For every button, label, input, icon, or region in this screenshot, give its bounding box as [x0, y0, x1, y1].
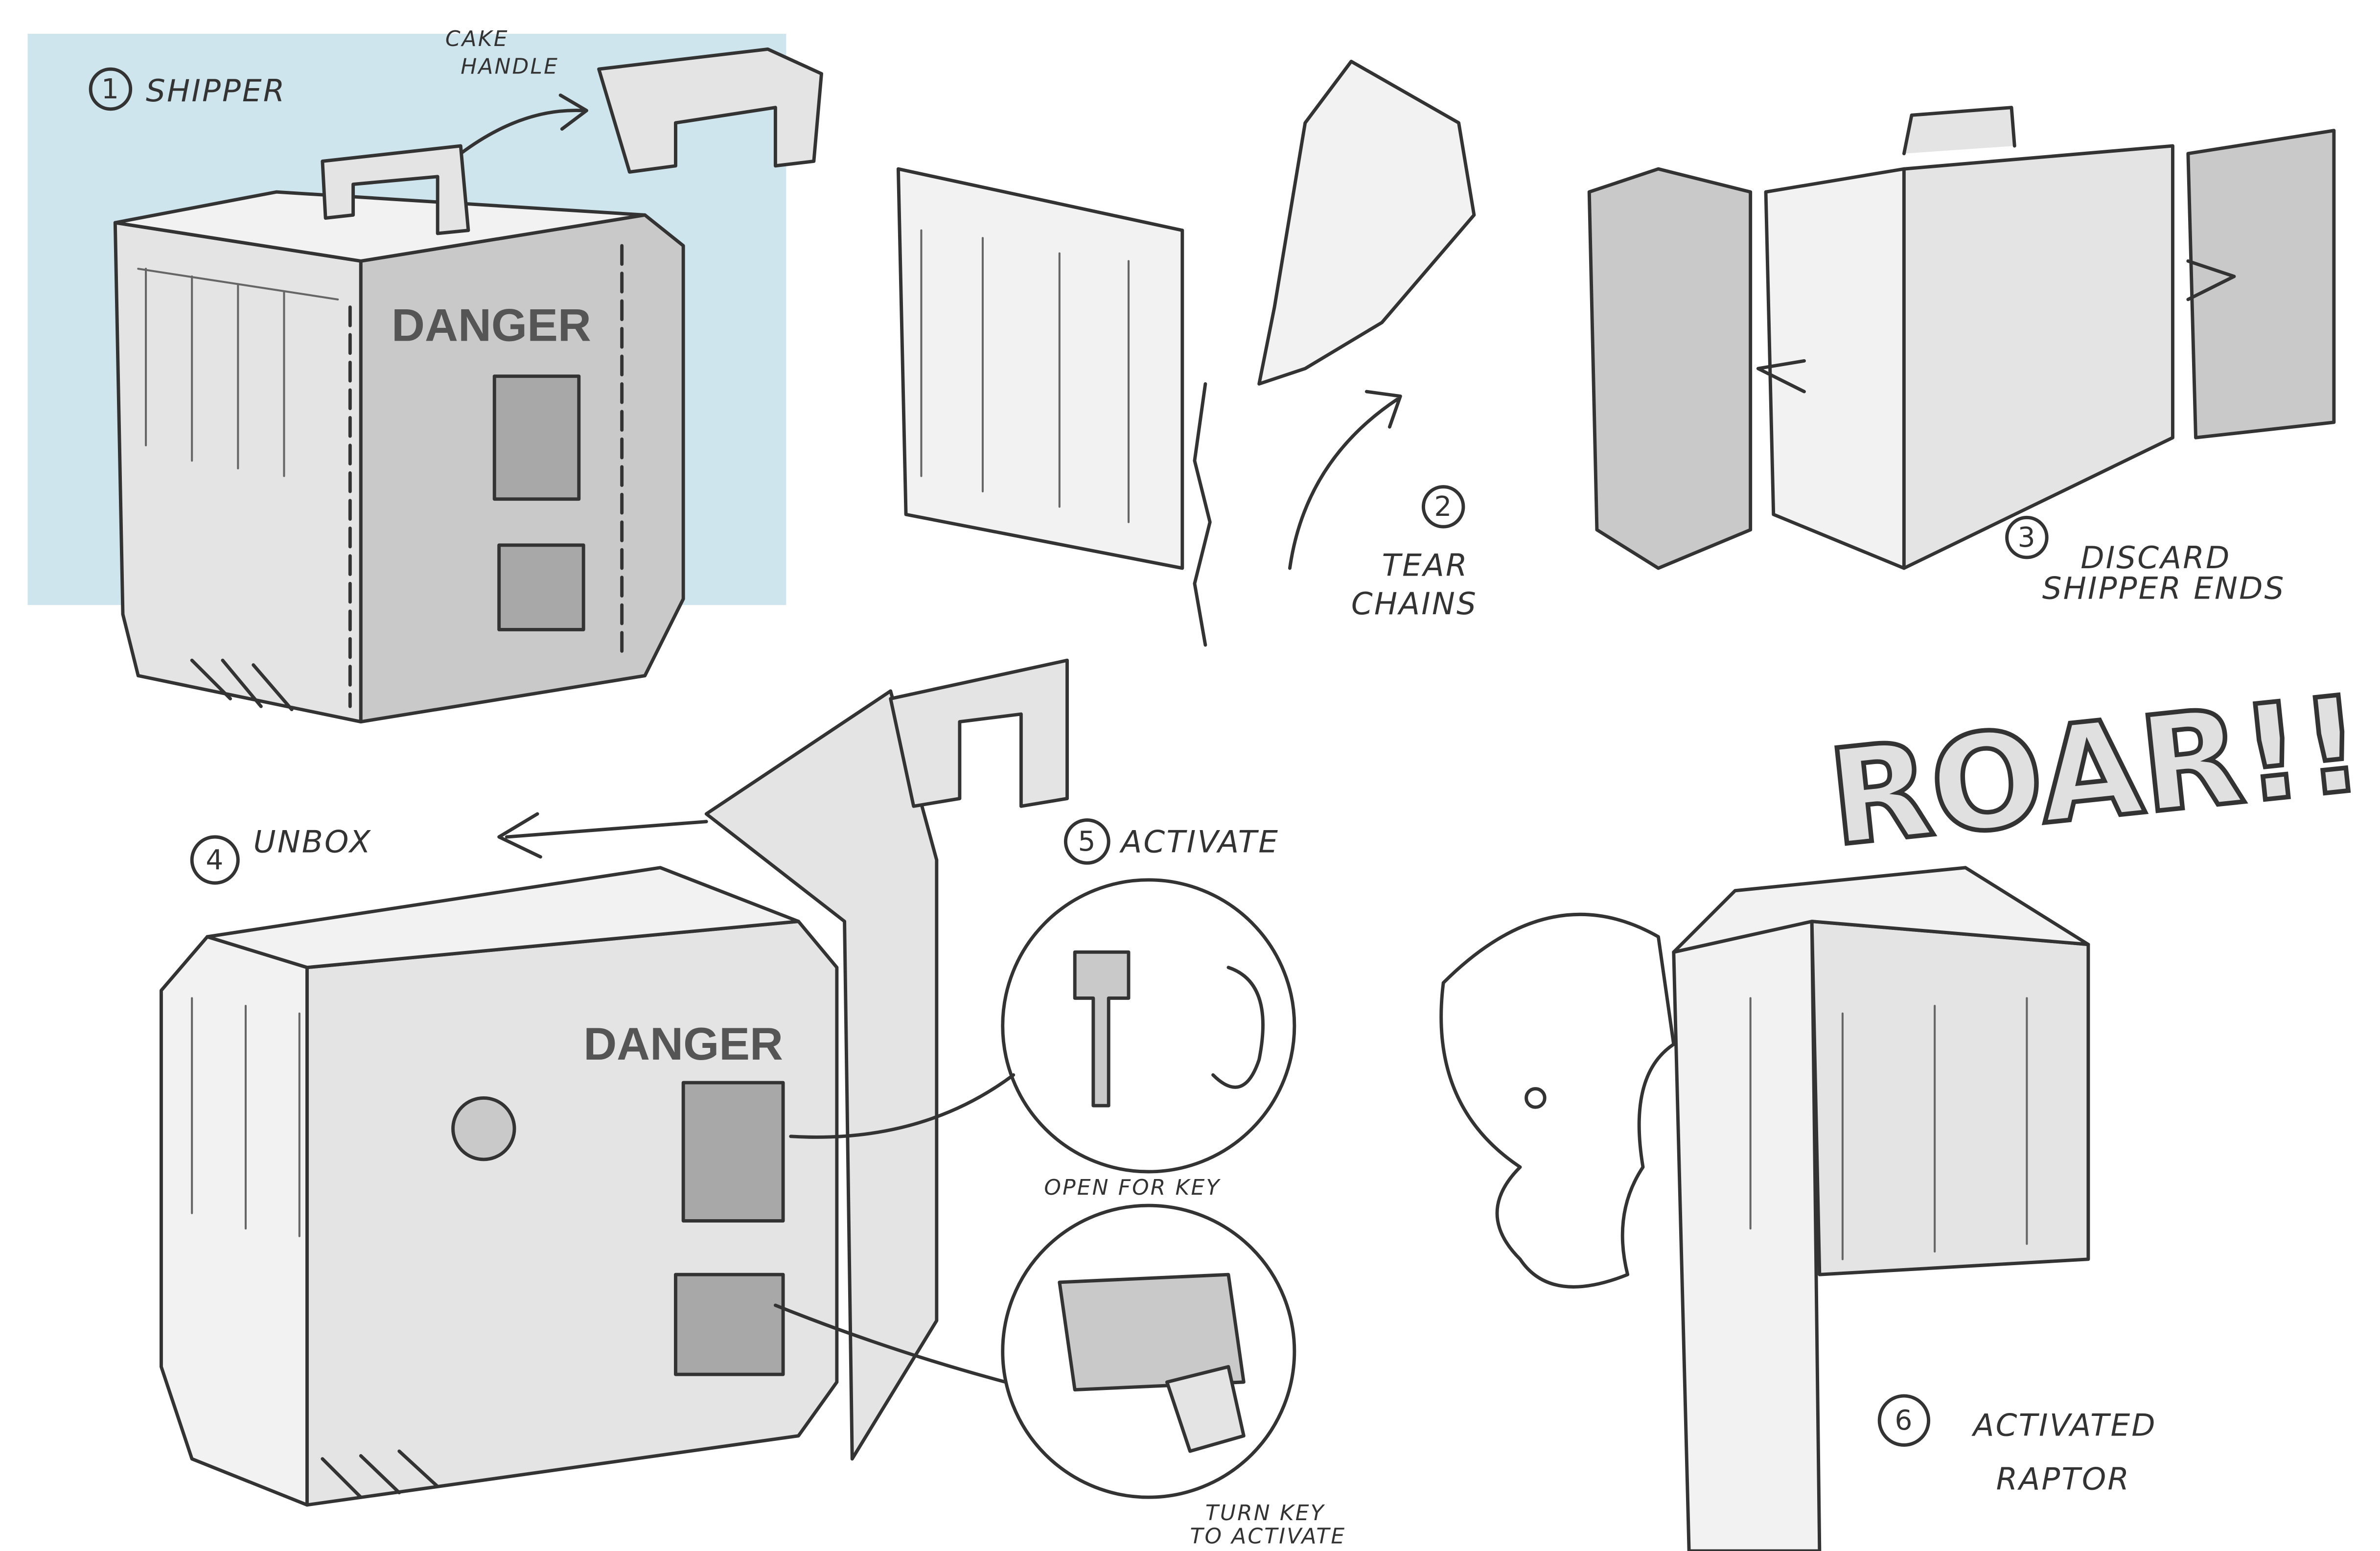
- step-4-number: 4: [206, 844, 223, 876]
- unboxed-top: [206, 866, 800, 970]
- cage-bars-6: [1749, 997, 2028, 1260]
- turning-key-icon: [1165, 1365, 1246, 1453]
- kid-eye: [1525, 1087, 1547, 1109]
- tear-arrow-icon: [1288, 390, 1402, 570]
- step-2-number: 2: [1434, 491, 1452, 523]
- box-handle-3: [1902, 106, 2016, 156]
- slide-arrow-icon: [497, 812, 708, 859]
- hazard-stripes-4: [321, 1449, 439, 1499]
- turn-key-label-line1: TURN KEY: [1205, 1501, 1325, 1526]
- shipper-sleeve: [704, 689, 939, 1461]
- detail-circle-turn-key: [1001, 1204, 1296, 1499]
- unboxed-window-bars: [191, 997, 300, 1237]
- activated-box-top: [1672, 866, 2090, 954]
- shipper-end-left: [1587, 167, 1753, 570]
- unboxed-key-panel: [681, 1081, 785, 1223]
- callout-arrow-turn: [773, 1303, 1008, 1384]
- panel-3-discard-ends: 3 DISCARD SHIPPER ENDS: [1587, 106, 2336, 606]
- step-6-label-line2: RAPTOR: [1996, 1461, 2131, 1497]
- cake-handle-drawing: [597, 47, 823, 174]
- shipper-end-right: [2186, 129, 2336, 440]
- shipper-keyhole-panel: [497, 543, 585, 631]
- detail-circle-key: [1001, 878, 1296, 1174]
- activated-box-front: [1672, 920, 1822, 1551]
- panel-2-tear-chains: 2 TEAR CHAINS: [896, 60, 1478, 647]
- cake-handle-label-line1: CAKE: [445, 26, 509, 51]
- step-5-label: ACTIVATE: [1119, 824, 1279, 859]
- sleeve-handle: [889, 658, 1069, 808]
- keyhole-box-detail: [1058, 1273, 1246, 1392]
- step-2-badge: [1421, 485, 1465, 529]
- step-6-number: 6: [1895, 1405, 1913, 1436]
- turn-key-label-line2: TO ACTIVATE: [1190, 1524, 1346, 1549]
- step-4-badge: [190, 835, 240, 885]
- torn-chain: [1193, 382, 1212, 647]
- step-2-label-line1: TEAR: [1382, 548, 1469, 583]
- box-center-3: [1764, 167, 1906, 570]
- step-3-label-line2: SHIPPER ENDS: [2042, 571, 2286, 606]
- raptor-eye: [451, 1096, 516, 1161]
- box-side-3: [1902, 144, 2174, 570]
- kid-face-detail: [1211, 966, 1265, 1089]
- step-1-badge: [89, 67, 133, 111]
- hand-drawing: [1257, 60, 1476, 386]
- danger-label-4: DANGER: [583, 1018, 783, 1069]
- step-6-badge: [1877, 1394, 1931, 1447]
- step-3-badge: [2005, 515, 2049, 559]
- arrow-right-icon: [2186, 259, 2236, 301]
- step-1-label: SHIPPER: [146, 73, 286, 109]
- step-4-label: UNBOX: [254, 824, 372, 859]
- step-1-number: 1: [101, 73, 119, 105]
- open-for-key-label: OPEN FOR KEY: [1044, 1175, 1221, 1200]
- key-icon: [1073, 950, 1131, 1108]
- callout-arrow-key: [789, 1073, 1016, 1139]
- shipper-key-panel: [492, 374, 581, 501]
- panel-4-unbox: 4 UNBOX DANGER: [159, 658, 1069, 1507]
- step-3-label-line1: DISCARD: [2080, 540, 2231, 576]
- step-5-number: 5: [1078, 826, 1095, 857]
- box-window-2: [920, 229, 1130, 523]
- danger-label-1: DANGER: [392, 300, 591, 351]
- hazard-stripes: [190, 658, 294, 712]
- step-6-label-line1: ACTIVATED: [1971, 1408, 2157, 1443]
- unboxed-front: [159, 935, 309, 1507]
- activated-box-side: [1810, 920, 2090, 1276]
- shipper-window-bars: [137, 268, 339, 477]
- roar-text: ROAR!!: [1822, 667, 2370, 876]
- step-2-label-line2: CHAINS: [1351, 586, 1478, 622]
- cake-handle-label-line2: HANDLE: [461, 54, 559, 79]
- arrow-to-handle-icon: [459, 93, 588, 156]
- arrow-left-icon: [1756, 359, 1806, 394]
- shipper-handle: [321, 144, 470, 235]
- box-front-2: [896, 167, 1184, 570]
- panel-5-activate: 5 ACTIVATE OPEN FOR KEY TURN KEY TO ACTI…: [773, 818, 1346, 1549]
- step-5-badge: [1063, 818, 1110, 865]
- kid-face: [1439, 912, 1676, 1289]
- step-3-number: 3: [2018, 522, 2035, 554]
- panel-1-shipper: 1 SHIPPER CAKE HANDLE DANGER: [27, 26, 823, 724]
- panel-6-activated-raptor: ROAR!! 6 ACTIVATED RAPTOR: [1439, 665, 2372, 1551]
- shipper-top: [113, 190, 647, 263]
- unboxed-keyhole-panel: [674, 1273, 785, 1376]
